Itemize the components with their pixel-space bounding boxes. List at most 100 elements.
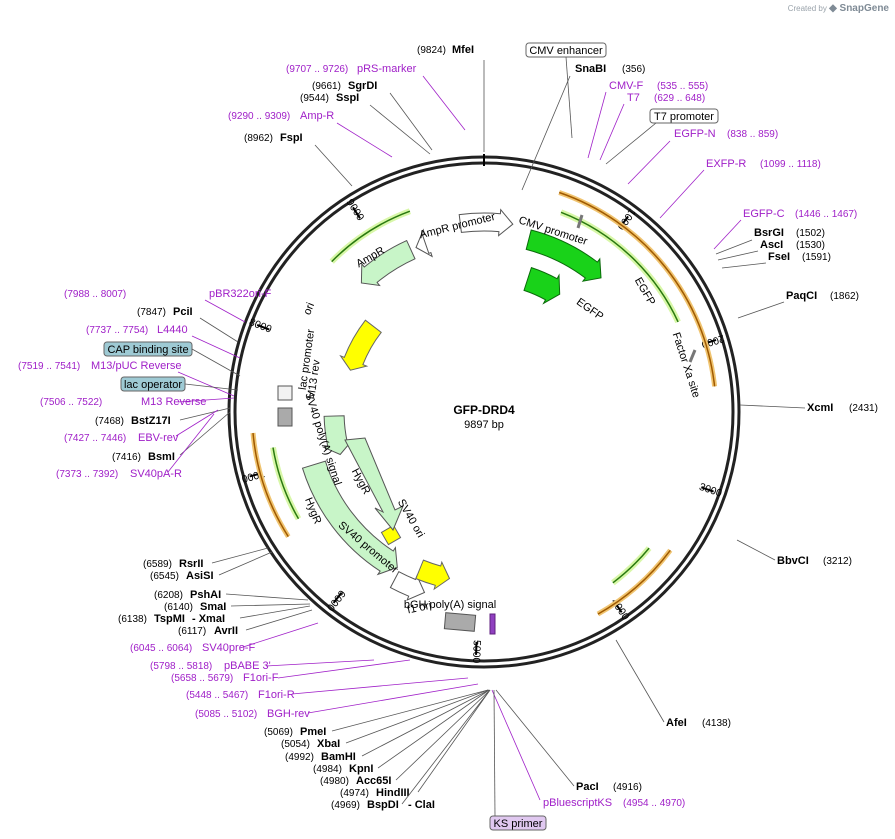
enzyme-leader-paqci bbox=[737, 301, 785, 319]
box-leader-cmv-enh bbox=[565, 56, 573, 139]
cds-arc-line bbox=[331, 210, 411, 263]
enzyme-name-bstz17i: BstZ17I bbox=[131, 415, 171, 427]
primer-name-sv40prof: SV40pro-F bbox=[202, 642, 255, 654]
primer-name-egfpc: EGFP-C bbox=[743, 208, 785, 220]
enzyme-leader-sgrdi bbox=[389, 92, 433, 151]
enzyme-pos-pcii: (7847) bbox=[137, 307, 166, 318]
primer-name-bghrev: BGH-rev bbox=[267, 708, 310, 720]
tick-mark bbox=[700, 486, 714, 493]
feature-label-f1: f1 ori bbox=[406, 600, 432, 617]
plasmid-name: GFP-DRD4 bbox=[453, 403, 515, 417]
primer-name-pbabe: pBABE 3' bbox=[224, 660, 271, 672]
primer-leader-pbr322 bbox=[204, 299, 246, 323]
primer-pos-t7: (629 .. 648) bbox=[654, 93, 705, 104]
primer-pos-egfpc: (1446 .. 1467) bbox=[795, 209, 857, 220]
primer-pos-ampr_p: (9290 .. 9309) bbox=[228, 111, 290, 122]
enzyme-leader-fsei bbox=[721, 262, 767, 269]
feature-ampr bbox=[360, 239, 416, 287]
enzyme-leader-xbai bbox=[345, 689, 489, 744]
enzyme-pos-sgrdi: (9661) bbox=[312, 81, 341, 92]
box-leader-ks bbox=[493, 689, 496, 817]
feature-factor-mark bbox=[688, 349, 697, 363]
enzyme-pos-paci: (4916) bbox=[613, 782, 642, 793]
primer-pos-l4440: (7737 .. 7754) bbox=[86, 325, 148, 336]
primer-leader-bghrev bbox=[307, 683, 479, 714]
primer-pos-f1orif: (5658 .. 5679) bbox=[171, 673, 233, 684]
primer-name-pbks: pBluescriptKS bbox=[543, 797, 612, 809]
enzyme-name-bsmi: BsmI bbox=[148, 451, 175, 463]
feature-cmv bbox=[458, 208, 514, 237]
primer-name-prs: pRS-marker bbox=[357, 63, 417, 75]
feature-ks-block bbox=[489, 613, 496, 635]
box-label-t7p: T7 promoter bbox=[654, 111, 714, 123]
orf-arc-line bbox=[252, 432, 289, 538]
enzyme-pos-bsrgi: (1502) bbox=[796, 228, 825, 239]
enzyme-pos-hindiii: (4974) bbox=[340, 788, 369, 799]
primer-leader-m13r bbox=[177, 397, 235, 403]
enzyme-pos-asci: (1530) bbox=[796, 240, 825, 251]
tick-mark bbox=[352, 206, 361, 219]
credit-brand: SnapGene bbox=[839, 3, 889, 14]
primer-pos-egfpn: (838 .. 859) bbox=[727, 129, 778, 140]
primer-leader-t7 bbox=[599, 103, 625, 161]
enzyme-pos-pshai: (6208) bbox=[154, 590, 183, 601]
enzyme-name-pcii: PciI bbox=[173, 306, 193, 318]
enzyme-leader-kpni bbox=[377, 689, 490, 769]
primer-name-pbr322: pBR322ori-F bbox=[209, 288, 272, 300]
tick-label: 3000 bbox=[698, 481, 724, 500]
primer-leader-pbks bbox=[491, 689, 541, 801]
enzyme-leader-hindiii bbox=[417, 689, 491, 793]
enzyme-name-tspmi: TspMI bbox=[154, 613, 185, 625]
enzyme-name-bspdi: BspDI bbox=[367, 799, 399, 811]
orf-arc-line bbox=[558, 191, 716, 387]
primer-name-ebv: EBV-rev bbox=[138, 432, 179, 444]
primer-leader-egfpn bbox=[627, 140, 671, 185]
primer-name-l4440: L4440 bbox=[157, 324, 188, 336]
enzyme-name-fspi: FspI bbox=[280, 132, 303, 144]
enzyme-pos-bstz17i: (7468) bbox=[95, 416, 124, 427]
enzyme-name-paqci: PaqCI bbox=[786, 290, 817, 302]
enzyme-pos-avrii: (6117) bbox=[178, 626, 206, 637]
enzyme-name-kpni: KpnI bbox=[349, 763, 373, 775]
enzyme-name-xbai: XbaI bbox=[317, 738, 340, 750]
enzyme-name-rsrii: RsrII bbox=[179, 558, 203, 570]
primer-leader-f1orif bbox=[277, 659, 411, 679]
enzyme-leader-bbvci bbox=[736, 539, 776, 561]
primer-name-f1orif: F1ori-F bbox=[243, 672, 279, 684]
enzyme-name-hindiii: HindIII bbox=[376, 787, 410, 799]
enzyme-leader-bsrgi bbox=[715, 239, 753, 255]
enzyme-name-mfei: MfeI bbox=[452, 44, 474, 56]
enzyme-pos-sspi: (9544) bbox=[300, 93, 329, 104]
enzyme-name-avrii: AvrII bbox=[214, 625, 238, 637]
enzyme-pos-snabi: (356) bbox=[622, 64, 645, 75]
primer-leader-pbabe bbox=[265, 659, 375, 667]
primer-pos-exfpr: (1099 .. 1118) bbox=[760, 159, 821, 170]
snapgene-credit: Created by ◆ SnapGene bbox=[788, 3, 889, 14]
primer-leader-ampr_p bbox=[336, 122, 393, 158]
enzyme-leader-paci bbox=[495, 689, 575, 787]
enzyme-name-fsei: FseI bbox=[768, 251, 790, 263]
cds-arc bbox=[270, 447, 302, 521]
feature-label-bgh: bGH poly(A) signal bbox=[404, 599, 496, 611]
orf-arc bbox=[596, 548, 673, 617]
feature-hygr2 bbox=[322, 415, 353, 456]
enzyme-pos-rsrii: (6589) bbox=[143, 559, 172, 570]
tick-label: 5000 bbox=[470, 640, 483, 664]
tick-label: 6000 bbox=[324, 588, 348, 614]
primer-leader-cmvf bbox=[587, 91, 607, 159]
feature-label-m13rev: M13 rev bbox=[305, 359, 322, 401]
feature-label-ori: ori bbox=[301, 301, 317, 317]
enzyme-leader-smai bbox=[230, 603, 311, 607]
feature-label-factor: Factor Xa site bbox=[670, 331, 702, 399]
primer-pos-f1orir: (5448 .. 5467) bbox=[186, 690, 248, 701]
enzyme-name-acc65i: Acc65I bbox=[356, 775, 391, 787]
enzyme-leader-pshai bbox=[225, 593, 309, 601]
enzyme-pos-xcmi: (2431) bbox=[849, 403, 878, 414]
box-label-lacop: lac operator bbox=[124, 379, 182, 391]
primer-leader-sv40prof bbox=[239, 622, 319, 649]
primer-name-exfpr: EXFP-R bbox=[706, 158, 746, 170]
tick-label: 8000 bbox=[247, 316, 273, 336]
enzyme-pos-asisi: (6545) bbox=[150, 571, 179, 582]
box-ks bbox=[489, 815, 547, 831]
